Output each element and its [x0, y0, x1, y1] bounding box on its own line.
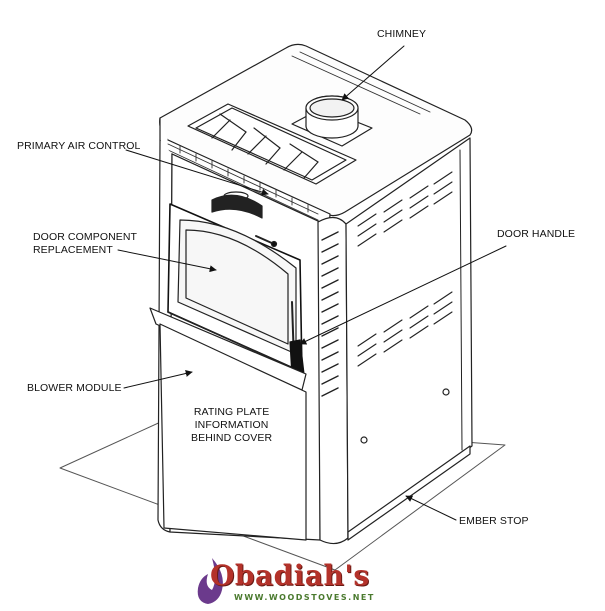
door-handle-text: DOOR HANDLE — [497, 228, 576, 240]
rating-plate-line-3: BEHIND COVER — [191, 432, 273, 444]
primary-air-control-text: PRIMARY AIR CONTROL — [17, 140, 141, 152]
logo-name: Obadiah's — [210, 559, 370, 592]
blower-module-label: BLOWER MODULE — [27, 382, 122, 395]
door-component-line-1: DOOR COMPONENT — [33, 231, 138, 243]
door-component-label: DOOR COMPONENT REPLACEMENT — [33, 231, 137, 257]
primary-air-control-label: PRIMARY AIR CONTROL — [17, 140, 140, 153]
chimney-collar — [291, 95, 373, 147]
door-handle — [289, 301, 305, 377]
door-handle-arrow — [299, 245, 507, 345]
blower-cover — [159, 323, 307, 541]
rating-plate-label: RATING PLATE INFORMATION BEHIND COVER — [191, 406, 272, 445]
right-front-column — [317, 216, 349, 545]
right-side-panel — [345, 137, 473, 539]
chimney-label-text: CHIMNEY — [377, 28, 427, 40]
blower-module-text: BLOWER MODULE — [27, 382, 122, 394]
rating-plate-line-2: INFORMATION — [194, 419, 269, 431]
side-screws — [360, 388, 450, 444]
side-vents — [357, 171, 453, 367]
flame-icon — [197, 558, 223, 604]
ember-stop-text: EMBER STOP — [459, 515, 529, 527]
heat-exchanger — [187, 103, 357, 185]
door-component-arrow — [117, 249, 217, 273]
primary-air-lever — [255, 235, 278, 248]
door-component-line-2: REPLACEMENT — [33, 244, 113, 256]
logo-url: WWW.WOODSTOVES.NET — [234, 593, 375, 602]
primary-air-arrow — [125, 149, 269, 196]
stove-door — [167, 203, 303, 373]
ember-stop — [347, 445, 471, 541]
blower-module-arrow — [123, 370, 193, 389]
door-handle-label: DOOR HANDLE — [497, 228, 575, 241]
ember-stop-arrow — [405, 495, 457, 521]
ember-stop-label: EMBER STOP — [459, 515, 529, 528]
front-louver — [167, 143, 319, 221]
chimney-arrow — [341, 45, 405, 101]
column-vents — [321, 231, 339, 397]
chimney-label: CHIMNEY — [377, 28, 426, 41]
obadiahs-logo: Obadiah's WWW.WOODSTOVES.NET — [192, 556, 412, 608]
callout-arrows — [117, 45, 507, 521]
brand-emblem — [211, 191, 263, 219]
top-vent-slots — [291, 51, 431, 115]
rating-plate-line-1: RATING PLATE — [193, 406, 270, 418]
